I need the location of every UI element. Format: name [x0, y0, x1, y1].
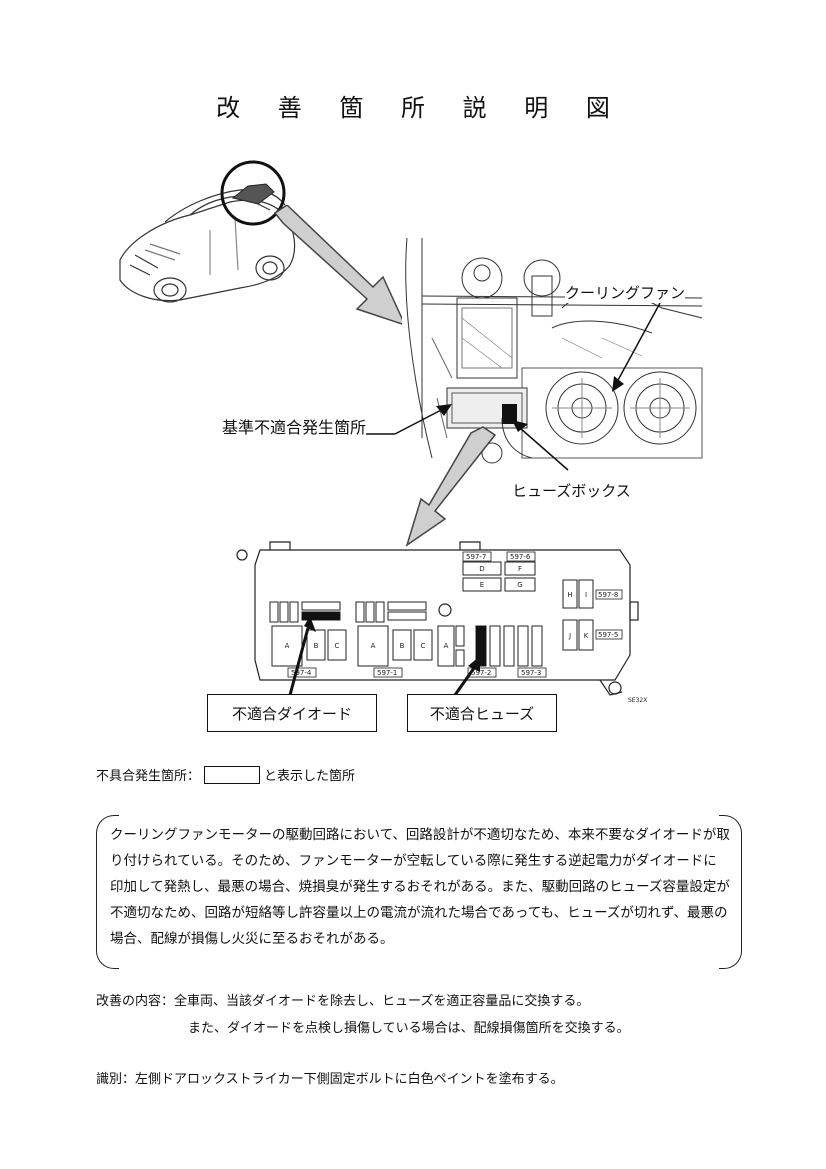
label-noncompliant-fuse: 不適合ヒューズ — [407, 694, 557, 732]
slot-letter: A — [371, 642, 376, 650]
fuse-panel-diagram: 597-7 597-6 597-8 597-5 597-4 597-1 597-… — [236, 541, 647, 704]
relay-label-597-3: 597-3 — [521, 669, 541, 677]
improvement-text-2: また、ダイオードを点検し損傷している場合は、配線損傷箇所を交換する。 — [188, 1021, 630, 1036]
slot-letter: H — [567, 591, 572, 599]
identification-text: 識別：左側ドアロックストライカー下側固定ボルトに白色ペイントを塗布する。 — [96, 1072, 564, 1087]
relay-label-597-2: 597-2 — [471, 669, 491, 677]
slot-letter: A — [285, 642, 290, 650]
relay-label-597-7: 597-7 — [466, 553, 486, 561]
slot-letter: A — [444, 642, 449, 650]
slot-letter: B — [400, 642, 405, 650]
slot-letter: I — [585, 591, 587, 599]
improvement-line-1: 改善の内容：全車両、当該ダイオードを除去し、ヒューズを適正容量品に交換する。 — [96, 990, 589, 1009]
legend-suffix: と表示した箇所 — [264, 769, 356, 784]
label-noncompliant-diode: 不適合ダイオード — [207, 694, 377, 732]
slot-letter: F — [518, 565, 522, 573]
relay-label-597-8: 597-8 — [598, 591, 618, 599]
slot-letter: K — [584, 632, 589, 640]
relay-label-597-4: 597-4 — [291, 669, 312, 677]
slot-letter: C — [421, 642, 426, 650]
improvement-text-1: 全車両、当該ダイオードを除去し、ヒューズを適正容量品に交換する。 — [174, 994, 590, 1009]
slot-letter: E — [480, 581, 484, 589]
slot-letter: C — [335, 642, 340, 650]
relay-label-597-5: 597-5 — [598, 631, 618, 639]
panel-code: SE32X — [628, 697, 647, 704]
noncompliant-fuse-mark — [476, 626, 486, 666]
slot-letter: J — [568, 632, 571, 640]
magnifier-circle — [220, 160, 286, 226]
improvement-label: 改善の内容： — [96, 994, 175, 1009]
zoom-arrow-1 — [273, 205, 407, 327]
page-title: 改 善 箇 所 説 明 図 — [216, 94, 625, 122]
callout-noncompliance-location: 基準不適合発生箇所 — [222, 414, 367, 438]
callout-fuse-box: ヒューズボックス — [512, 480, 631, 501]
zoom-arrow-2 — [405, 426, 497, 547]
description-text: クーリングファンモーターの駆動回路において、回路設計が不適切なため、本来不要なダ… — [110, 827, 730, 947]
legend-prefix: 不具合発生箇所： — [96, 769, 201, 784]
car-illustration — [119, 188, 296, 303]
callout-cooling-fan: クーリングファン — [565, 282, 686, 303]
legend: 不具合発生箇所： と表示した箇所 — [96, 765, 355, 784]
relay-label-597-6: 597-6 — [510, 553, 531, 561]
legend-box — [204, 765, 261, 784]
slot-letter: G — [517, 581, 522, 589]
relay-label-597-1: 597-1 — [377, 669, 397, 677]
slot-letter: B — [314, 642, 319, 650]
noncompliant-diode-mark — [302, 612, 340, 620]
slot-letter: D — [479, 565, 484, 573]
